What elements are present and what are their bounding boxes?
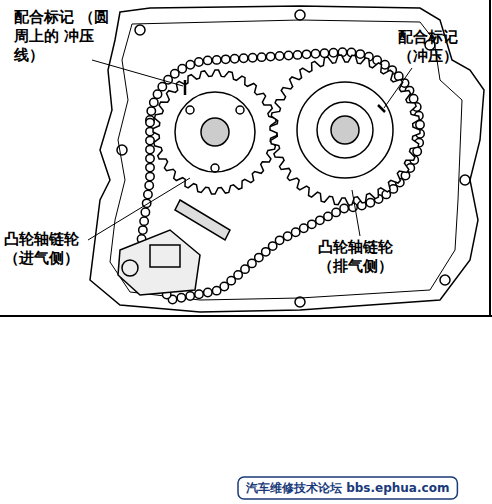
tensioner-body [150,245,180,267]
chain-link [146,163,154,171]
chain-link [140,217,148,225]
chain-link [146,145,154,153]
hole [211,164,219,172]
chain-link [178,65,186,73]
chain-link [186,61,194,69]
chain-link [212,56,220,64]
cover-gasket-outline [90,6,484,312]
chain-link [316,216,324,224]
callout-label: 配合标记 （圆周上的 冲压线） [14,8,114,65]
leader-line [92,60,183,86]
leader-line [88,178,190,240]
chain-link [230,55,238,63]
chain-link [141,208,149,216]
chain-link [139,226,147,234]
chain-link [195,290,203,298]
punch-mark [378,105,385,112]
chain-link [146,136,154,144]
chain-link [147,107,155,115]
bolt-hole [440,275,450,285]
chain-link [356,50,364,58]
chain-link [284,51,292,59]
chain-link [145,181,153,189]
chain-link [239,54,247,62]
bolt [122,260,138,276]
watermark: 汽车维修技术论坛 bbs.ephua.com [246,480,449,496]
chain-link [146,118,154,126]
chain-link [302,50,310,58]
sprocket-bolt [331,116,359,144]
chain-link [171,70,179,78]
bolt-hole [135,25,145,35]
chain-link [153,90,161,98]
bolt-hole [295,10,305,20]
hole [236,106,244,114]
chain-link [300,224,308,232]
chain-link [248,53,256,61]
chain-link [340,204,348,212]
chain-link [329,49,337,57]
sprocket-hub [175,92,255,172]
chain-link [177,294,185,302]
bolt-hole [295,297,305,307]
chain-link [409,94,417,102]
timing-chain [136,48,424,304]
chain-tensioner [118,230,200,295]
bolt-hole [460,175,470,185]
chain-link [332,208,340,216]
sprocket-bolt [201,118,229,146]
chain-link [275,52,283,60]
chain-link [144,190,152,198]
chain-link [204,56,212,64]
watermark-box [238,477,457,499]
chain-link [204,288,212,296]
callout-label: 配合标记 （冲压） [398,28,480,66]
chain-link [293,51,301,59]
leader-line [384,68,412,108]
chain-link [283,232,291,240]
sprocket-hub [297,82,393,178]
chain-link [266,52,274,60]
chain-link [320,49,328,57]
leader-line [352,190,360,236]
punch-mark [184,80,187,95]
chain-link [308,220,316,228]
exhaust-cam-sprocket [270,55,420,205]
chain-link [212,286,220,294]
bolt-hole [117,145,127,155]
chain-link [186,292,194,300]
chain-link [221,55,229,63]
chain-link [195,58,203,66]
callout-label: 凸轮轴链轮 （排气侧） [318,238,408,276]
chain-link [366,199,374,207]
chain-link [324,212,332,220]
chain-guide [175,200,230,240]
chain-link [146,172,154,180]
hole [186,106,194,114]
chain-link [257,53,265,61]
chain-link [311,50,319,58]
sprocket-hub [317,102,373,158]
chain-link [150,98,158,106]
callout-label: 凸轮轴链轮 （进气侧） [4,230,94,268]
intake-cam-sprocket [153,70,277,194]
chain-link [146,154,154,162]
chain-link [291,228,299,236]
